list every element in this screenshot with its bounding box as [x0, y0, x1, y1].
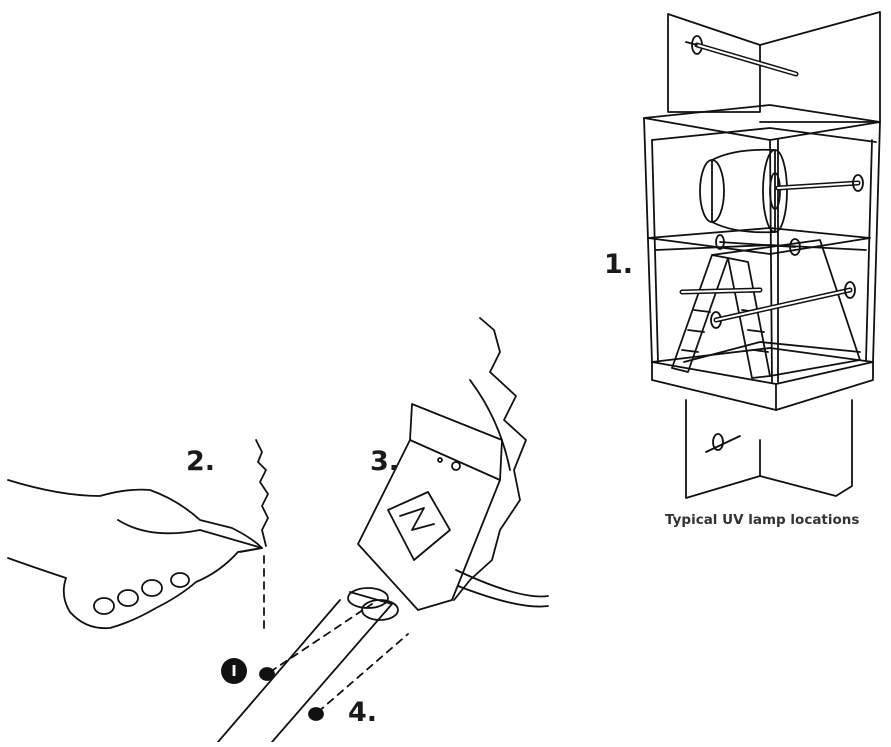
- uv-lamp-bottom: [705, 433, 741, 453]
- hand-outline: [7, 479, 263, 630]
- screw-guide-line-upper: [269, 603, 373, 673]
- screw-guide-line-lower: [317, 633, 409, 713]
- screw-callout-badge: I: [221, 658, 247, 684]
- uv-lamp-middle: [715, 174, 864, 256]
- blower-wheel: [699, 148, 788, 234]
- mounting-bracket-illustration: [217, 317, 549, 743]
- step-number-1: 1.: [604, 249, 634, 280]
- screw-upper: [259, 667, 275, 681]
- duct-wall-torn-edge: [255, 439, 269, 547]
- uv-lamp-tube: [271, 591, 393, 743]
- air-handler-illustration: [643, 11, 881, 499]
- upper-plenum-panel: [667, 13, 761, 113]
- lower-plenum-panel: [685, 399, 853, 499]
- uv-lamp-coil: [679, 281, 856, 329]
- figure-caption: Typical UV lamp locations: [665, 512, 860, 528]
- step-number-4: 4.: [348, 697, 378, 728]
- step-number-3: 3.: [370, 446, 400, 477]
- duct-opening-torn-edge: [453, 317, 527, 601]
- bracket-plate: [409, 403, 503, 481]
- hand-with-knife-illustration: [7, 439, 269, 631]
- set-screws: [259, 667, 324, 721]
- uv-lamp-top: [685, 35, 799, 77]
- screw-lower: [308, 707, 324, 721]
- drain-pan: [651, 347, 874, 385]
- step-number-2: 2.: [186, 446, 216, 477]
